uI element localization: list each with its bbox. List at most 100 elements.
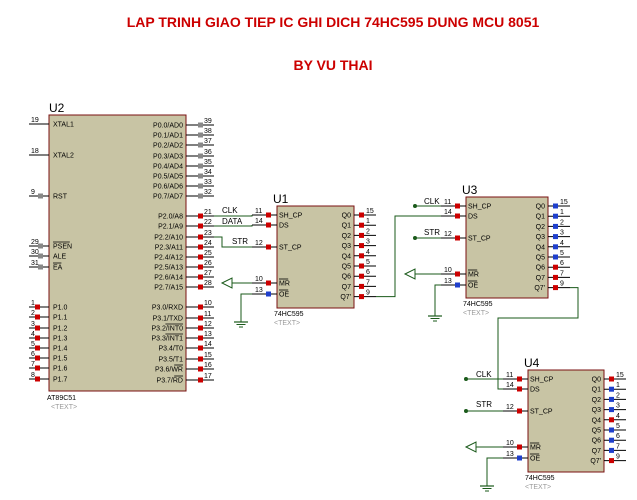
power-symbol-u4 (464, 441, 477, 453)
pin-number: 6 (616, 433, 620, 440)
pin-label: P1.0 (53, 305, 68, 312)
pin-label: Q7' (534, 285, 545, 292)
pin-label: ST_CP (530, 409, 553, 416)
pin-dot (38, 253, 43, 259)
pin-dot (35, 345, 40, 351)
mcu-part: AT89C51 (47, 395, 76, 402)
pin-label: P2.3/A11 (155, 245, 183, 252)
pin-dot (198, 163, 203, 169)
pin-label: Q2 (536, 224, 545, 231)
pin-dot (38, 243, 43, 249)
pin-number: 16 (204, 362, 212, 369)
pin-label: ALE (53, 254, 67, 261)
pin-label: Q6 (342, 274, 351, 281)
pin-label: DS (468, 214, 478, 221)
pin-number: 18 (31, 148, 39, 155)
pin-number: 24 (204, 240, 212, 247)
mcu-pin-p13: 4P1.3 (29, 331, 68, 343)
pin-q6: 6Q6 (342, 269, 376, 281)
pin-label: Q5 (592, 428, 601, 435)
shift-register-part: 74HC595 (525, 475, 555, 482)
pin-number: 1 (366, 218, 370, 225)
pin-label: P2.0/A8 (158, 214, 183, 221)
pin-number: 10 (444, 267, 452, 274)
pin-dot (455, 213, 460, 219)
net-label-str: STR (232, 237, 248, 246)
pin-dot (266, 280, 271, 286)
pin-dot (266, 291, 271, 297)
pin-number: 13 (506, 451, 514, 458)
pin-dot (198, 315, 203, 321)
shift-register-ref: U1 (273, 192, 289, 206)
pin-number: 26 (204, 260, 212, 267)
pin-dot (198, 234, 203, 240)
pin-q2: 2Q2 (342, 228, 376, 240)
pin-q2: 2Q2 (536, 219, 570, 231)
mcu-ref: U2 (49, 101, 65, 115)
junction-clk-u3 (413, 204, 417, 208)
pin-dot (35, 355, 40, 361)
pin-label: P3.3/INT1 (151, 336, 183, 343)
ground-symbol-u3 (428, 310, 442, 322)
junction-clk-u4 (464, 377, 468, 381)
pin-label: Q0 (536, 204, 545, 211)
pin-label: P2.6/A14 (154, 275, 183, 282)
pin-number: 14 (444, 209, 452, 216)
power-symbol-u1 (220, 277, 233, 289)
pin-number: 23 (204, 230, 212, 237)
pin-label: P1.3 (53, 336, 68, 343)
pin-dot (266, 244, 271, 250)
pin-label: OE (530, 456, 540, 463)
pin-number: 2 (616, 392, 620, 399)
pin-label: Q1 (342, 223, 351, 230)
pin-number: 3 (366, 239, 370, 246)
pin-label: Q2 (592, 397, 601, 404)
pin-label: MR (530, 445, 541, 452)
shift-register-body (276, 205, 355, 309)
pin-number: 4 (366, 249, 370, 256)
pin-dot (198, 173, 203, 179)
pin-label: ST_CP (279, 245, 302, 252)
mcu-pin-p16: 7P1.6 (29, 361, 68, 373)
pin-number: 22 (204, 219, 212, 226)
shift-register-u3: U374HC595<TEXT>11SH_CP14DS12ST_CP10MR13O… (441, 183, 570, 317)
pin-dot (35, 335, 40, 341)
pin-dot (455, 271, 460, 277)
wire-cascade-u1-u3 (376, 215, 441, 298)
pin-label: Q7 (536, 275, 545, 282)
wire-oe-u3 (434, 284, 441, 310)
pin-dot (517, 455, 522, 461)
pin-number: 15 (204, 352, 212, 359)
pin-q4: 4Q4 (592, 413, 626, 424)
pin-label: SH_CP (530, 377, 554, 384)
pin-q6: 6Q6 (592, 433, 626, 445)
pin-label: P0.7/AD7 (153, 194, 183, 201)
mcu-body (48, 114, 187, 392)
pin-q3: 3Q3 (592, 403, 626, 414)
pin-label: Q7 (342, 284, 351, 291)
ground-symbol-u1 (234, 316, 248, 328)
pin-number: 12 (255, 240, 263, 247)
pin-dot (198, 325, 203, 331)
pin-number: 29 (31, 239, 39, 246)
pin-label: Q2 (342, 233, 351, 240)
pin-dot (553, 274, 558, 280)
pin-dot (198, 377, 203, 383)
pin-number: 37 (204, 138, 212, 145)
wire-str-u1 (214, 236, 252, 248)
pin-number: 6 (560, 260, 564, 267)
